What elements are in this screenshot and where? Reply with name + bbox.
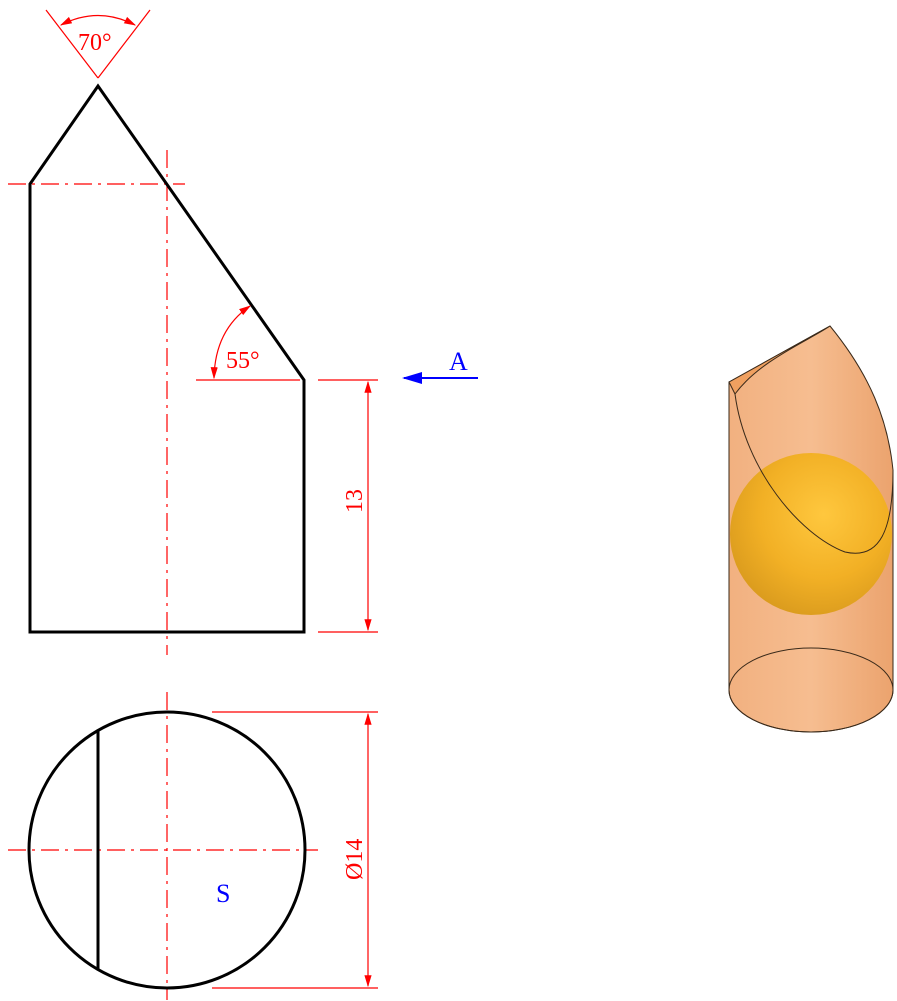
view-label-a: A <box>449 347 468 376</box>
slant-angle-label: 55° <box>226 348 260 374</box>
front-view-outline <box>28 83 306 634</box>
front-view <box>8 83 306 655</box>
height-dimension: 13 <box>318 379 378 633</box>
apex-angle-arc <box>59 15 137 26</box>
isometric-3d-view <box>728 325 894 733</box>
top-view: S <box>8 692 318 1000</box>
diameter-label: Ø14 <box>342 839 368 880</box>
apex-extension-left <box>45 9 99 79</box>
apex-extension-right <box>97 9 151 79</box>
cut-curve <box>734 393 894 554</box>
cylinder-cut-face <box>728 325 831 395</box>
apex-angle-label: 70° <box>78 30 112 56</box>
diameter-dimension: Ø14 <box>212 711 378 989</box>
height-label: 13 <box>342 489 368 513</box>
slant-angle-dimension: 55° <box>196 305 300 381</box>
top-view-circle <box>27 710 307 990</box>
inner-sphere <box>730 453 892 615</box>
apex-angle-dimension: 70° <box>45 9 151 79</box>
slant-angle-arc <box>210 305 251 380</box>
section-label-s: S <box>216 879 230 908</box>
view-direction-a: A <box>402 347 478 384</box>
